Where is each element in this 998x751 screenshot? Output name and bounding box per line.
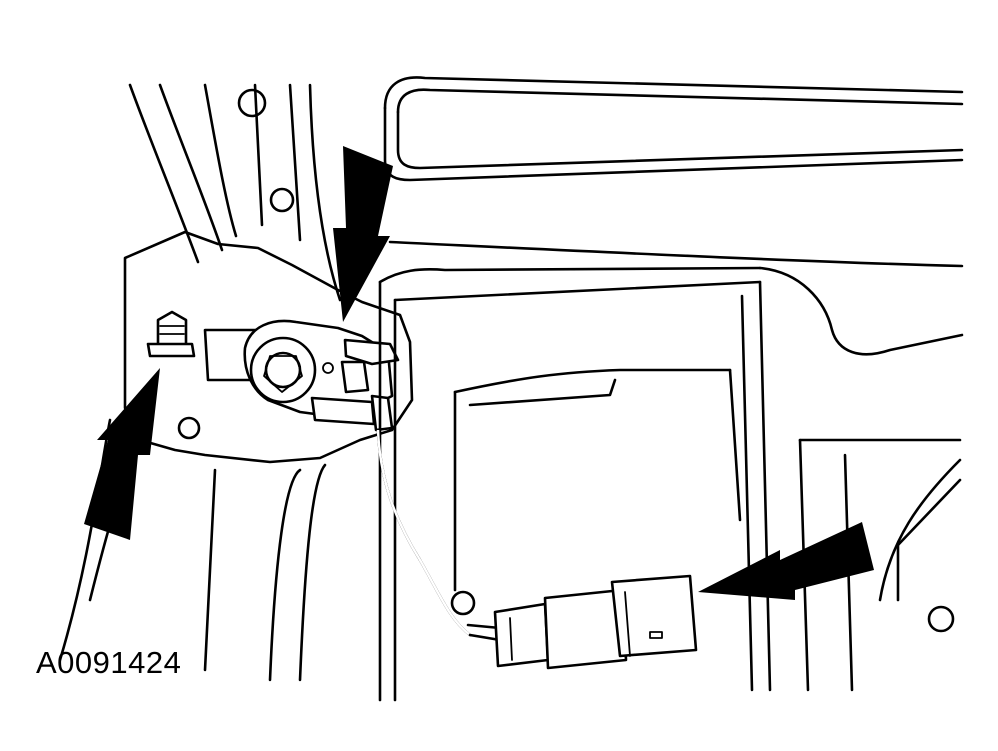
frame-hole — [450, 590, 476, 616]
door-frame — [378, 76, 964, 702]
bolt — [146, 310, 196, 358]
arrow-connector — [698, 522, 874, 600]
mount-hole — [269, 187, 295, 213]
frame-hole — [927, 605, 955, 633]
bracket-hole — [177, 416, 201, 440]
figure-id-label: A0091424 — [36, 645, 182, 680]
arrow-sensor — [333, 146, 393, 322]
electrical-connector — [493, 574, 698, 670]
door-sensor — [243, 319, 400, 432]
mount-hole — [237, 88, 267, 118]
arrow-bolt — [84, 368, 160, 540]
